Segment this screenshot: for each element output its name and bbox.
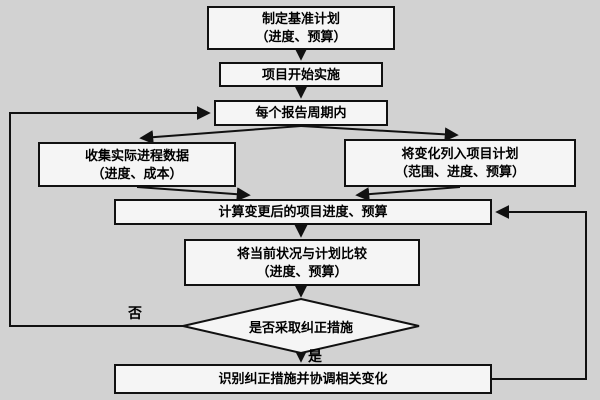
node-collect-data: 收集实际进程数据 （进度、成本） (38, 142, 236, 187)
node-identify-actions: 识别纠正措施并协调相关变化 (114, 364, 492, 394)
edge-label-no: 否 (128, 305, 142, 321)
loop-identify-to-calc (492, 205, 587, 380)
arrow-changes-to-calc (355, 186, 461, 202)
node-compare-status: 将当前状况与计划比较 （进度、预算） (184, 239, 420, 286)
node-include-changes: 将变化列入项目计划 （范围、进度、预算） (344, 139, 576, 187)
loop-no-to-cycle (9, 106, 211, 327)
arrow-cycle-to-collect (139, 125, 302, 145)
arrow-cycle-to-changes (300, 125, 459, 142)
node-baseline-plan: 制定基准计划 （进度、预算） (207, 6, 395, 50)
node-report-cycle: 每个报告周期内 (214, 100, 388, 126)
node-project-start: 项目开始实施 (219, 62, 383, 87)
arrow-collect-to-calc (136, 186, 251, 202)
node-recalculate-plan: 计算变更后的项目进度、预算 (114, 199, 492, 225)
decision-label: 是否采取纠正措施 (248, 319, 353, 335)
edge-label-yes: 是 (308, 348, 322, 364)
decision-diamond (182, 297, 420, 355)
